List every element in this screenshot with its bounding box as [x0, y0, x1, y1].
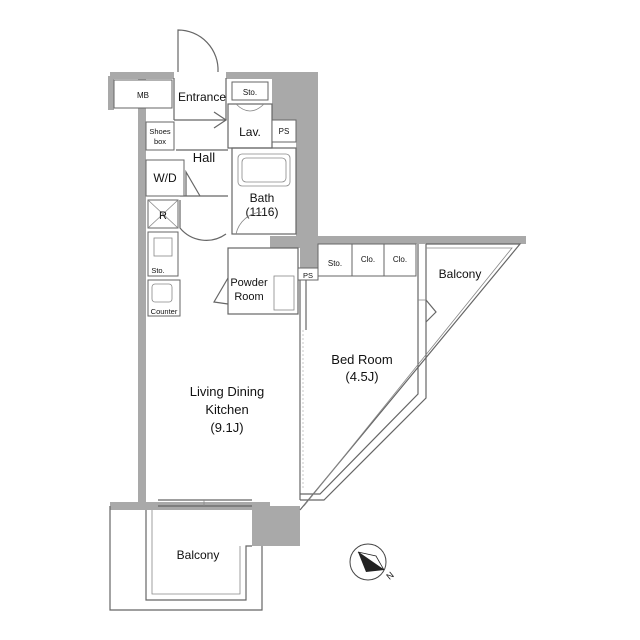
balcony-bottom: Balcony: [109, 506, 263, 611]
svg-text:Clo.: Clo.: [361, 255, 375, 264]
svg-text:Kitchen: Kitchen: [205, 402, 248, 417]
svg-text:(9.1J): (9.1J): [210, 420, 243, 435]
svg-text:Balcony: Balcony: [439, 267, 482, 281]
bedroom-outer-wall: [300, 244, 437, 501]
svg-text:Clo.: Clo.: [393, 255, 407, 264]
shoes-box: Shoes box: [145, 121, 175, 151]
svg-text:Room: Room: [234, 291, 263, 303]
washer-dryer: W/D: [145, 159, 185, 197]
balcony-right: Balcony: [299, 243, 522, 511]
powder-room: Powder Room: [213, 247, 299, 315]
mb-label: MB: [137, 91, 149, 100]
north-arrow-icon: [358, 552, 384, 572]
compass: N: [349, 543, 396, 582]
hall: Hall: [176, 149, 228, 197]
svg-text:Counter: Counter: [151, 307, 178, 316]
toilet-icon: [273, 275, 295, 311]
bedroom: Bed Room (4.5J): [331, 352, 392, 384]
entrance-label: Entrance: [178, 90, 226, 104]
stove-icon: [153, 237, 173, 257]
hall-label: Hall: [193, 150, 216, 165]
compass-north-label: N: [384, 570, 395, 582]
kitchen-counter: Counter: [147, 279, 181, 317]
svg-text:Lav.: Lav.: [239, 125, 261, 139]
svg-text:W/D: W/D: [153, 171, 177, 185]
storage-top: Sto.: [231, 81, 269, 101]
bath-door-icon: [235, 211, 263, 235]
svg-text:Sto.: Sto.: [151, 266, 164, 275]
svg-text:PS: PS: [279, 127, 290, 136]
svg-text:Shoes: Shoes: [149, 127, 171, 136]
balcony-door-icon: [425, 299, 437, 323]
lavatory: Lav.: [227, 103, 273, 149]
svg-text:Living Dining: Living Dining: [190, 384, 264, 399]
bathroom: Bath (1116): [231, 147, 297, 235]
bathtub-icon: [237, 153, 291, 187]
svg-text:Bed Room: Bed Room: [331, 352, 392, 367]
svg-text:Balcony: Balcony: [177, 548, 220, 562]
sink-icon: [235, 103, 265, 112]
entrance-door-icon: [177, 29, 219, 73]
living-dining-kitchen: Living Dining Kitchen (9.1J): [190, 384, 264, 435]
refrigerator-space: R: [147, 199, 227, 241]
kitchen-storage: Sto.: [147, 231, 179, 277]
ldk-window: [158, 499, 252, 507]
svg-text:Bath: Bath: [250, 191, 275, 205]
entrance: Entrance: [173, 29, 228, 129]
powder-door-icon: [213, 277, 229, 305]
pipe-space-mid: PS: [297, 267, 319, 281]
mb-closet: MB: [113, 79, 173, 109]
svg-text:(1116): (1116): [246, 205, 279, 219]
svg-text:Powder: Powder: [230, 277, 268, 289]
svg-text:Sto.: Sto.: [243, 88, 257, 97]
pantry-door-icon: [179, 200, 227, 241]
kitchen-sink-icon: [151, 283, 173, 303]
svg-text:Sto.: Sto.: [328, 259, 342, 268]
svg-text:R: R: [159, 210, 167, 222]
hall-door-icon: [185, 169, 201, 197]
pipe-space-top: PS: [271, 119, 297, 143]
svg-text:box: box: [154, 137, 166, 146]
svg-text:PS: PS: [303, 271, 313, 280]
svg-text:(4.5J): (4.5J): [345, 369, 378, 384]
bedroom-storage: Sto. Clo. Clo.: [317, 243, 417, 277]
